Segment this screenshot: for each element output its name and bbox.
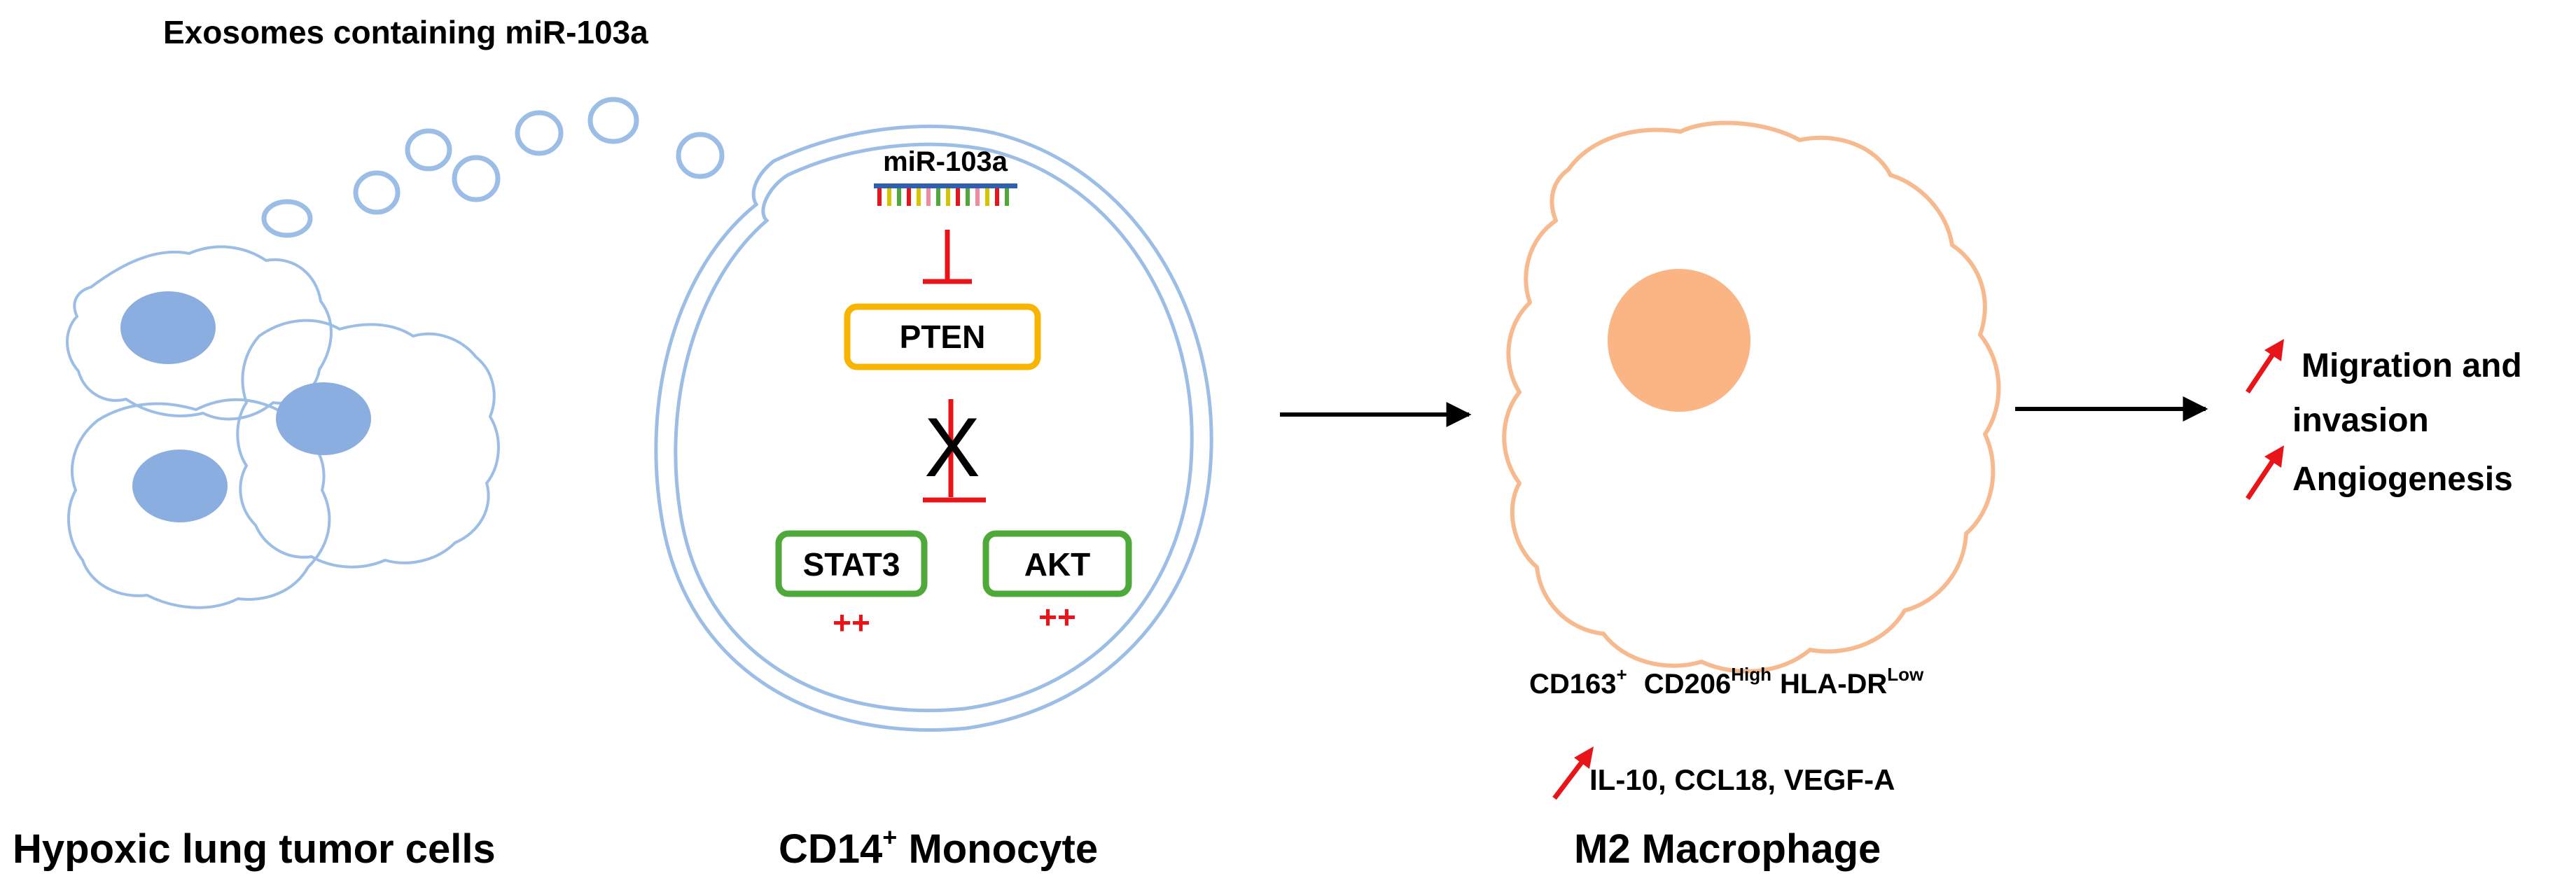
cytokines-label: IL-10, CCL18, VEGF-A <box>1589 763 1895 796</box>
up-arrow-icon <box>2246 339 2284 394</box>
exosome <box>353 170 401 215</box>
stat3-change: ++ <box>833 604 870 641</box>
exosome <box>587 97 639 144</box>
monocyte-inner-membrane <box>674 142 1194 713</box>
stat3-box <box>775 530 928 597</box>
tumor-nucleus <box>120 291 216 364</box>
block-mark: X <box>924 401 980 494</box>
macrophage-cell <box>1502 120 2001 674</box>
exosome-vesicles <box>261 97 725 238</box>
up-arrow-icon <box>1552 746 1594 800</box>
exosome <box>261 199 313 238</box>
tumor-cell-front <box>236 319 500 569</box>
stat3-label: STAT3 <box>803 546 900 583</box>
macrophage-nucleus <box>1608 269 1750 412</box>
monocyte-caption: CD14+ Monocyte <box>779 823 1098 872</box>
macrophage-caption: M2 Macrophage <box>1574 826 1881 872</box>
tumor-nucleus <box>132 450 228 522</box>
exosome <box>676 132 725 179</box>
inhibition-icon <box>923 230 972 284</box>
tumor-cell-bottom <box>67 398 331 609</box>
rna-strand-icon <box>874 183 1017 206</box>
pten-label: PTEN <box>900 319 986 355</box>
blocked-inhibition-icon <box>923 399 986 503</box>
migration-label: Migration and <box>2302 347 2522 384</box>
exosome <box>452 155 501 202</box>
exosomes-label: Exosomes containing miR-103a <box>163 14 648 50</box>
pten-box <box>844 303 1041 370</box>
akt-box <box>982 530 1132 597</box>
exosome <box>405 128 452 172</box>
monocyte-outer-membrane <box>654 124 1213 732</box>
invasion-label: invasion <box>2292 402 2429 439</box>
tumor-cell-cluster <box>66 245 500 609</box>
mirna-label: miR-103a <box>883 146 1008 177</box>
tumor-caption: Hypoxic lung tumor cells <box>13 826 496 872</box>
angiogenesis-label: Angiogenesis <box>2292 461 2513 498</box>
akt-change: ++ <box>1038 599 1076 635</box>
tumor-nucleus <box>276 382 371 455</box>
up-arrow-icon <box>2246 445 2284 500</box>
exosome <box>515 110 564 156</box>
akt-label: AKT <box>1024 546 1091 583</box>
monocyte-cell <box>654 124 1213 732</box>
